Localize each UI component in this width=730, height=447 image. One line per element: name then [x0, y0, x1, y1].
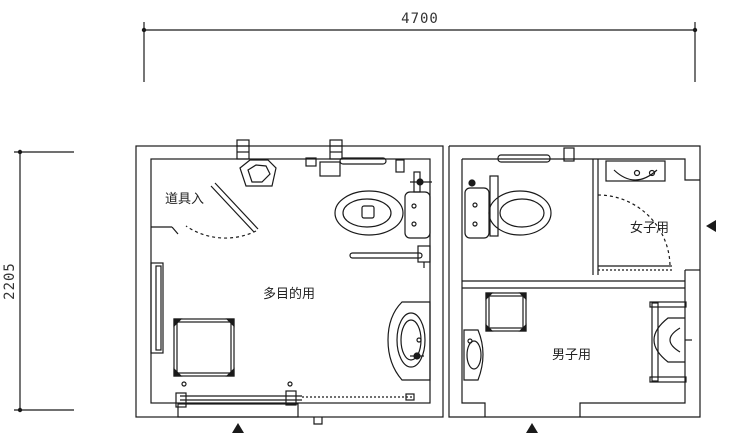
entrance-marker-left-icon [232, 423, 244, 433]
right-building-walls [448, 145, 701, 418]
width-dimension-line [141, 22, 698, 82]
mens-sink [463, 329, 484, 381]
changing-board [173, 318, 235, 377]
sliding-door [175, 381, 415, 425]
small-sink [239, 159, 277, 187]
womens-toilet [464, 175, 552, 239]
womens-stall-door [597, 194, 672, 271]
room-label-mens: 男子用 [552, 348, 591, 363]
folding-bench [150, 262, 164, 354]
width-dimension-label: 4700 [401, 11, 439, 27]
multipurpose-toilet [334, 171, 432, 239]
entrance-marker-side-icon [706, 220, 716, 232]
room-label-womens: 女子用 [630, 220, 669, 236]
grab-bar-top [305, 157, 405, 177]
storage-door [151, 182, 259, 239]
womens-sink [605, 160, 666, 182]
mens-square-fixture [485, 292, 527, 332]
room-label-storage: 道具入 [165, 192, 204, 207]
wall-fixtures-top [236, 139, 575, 163]
wash-basin [387, 301, 431, 381]
height-dimension-line [14, 149, 74, 413]
grab-bar-mid [349, 245, 431, 268]
height-dimension-label: 2205 [2, 262, 18, 300]
mens-urinal [649, 301, 692, 383]
entrance-marker-right-icon [526, 423, 538, 433]
room-label-multipurpose: 多目的用 [263, 286, 315, 302]
